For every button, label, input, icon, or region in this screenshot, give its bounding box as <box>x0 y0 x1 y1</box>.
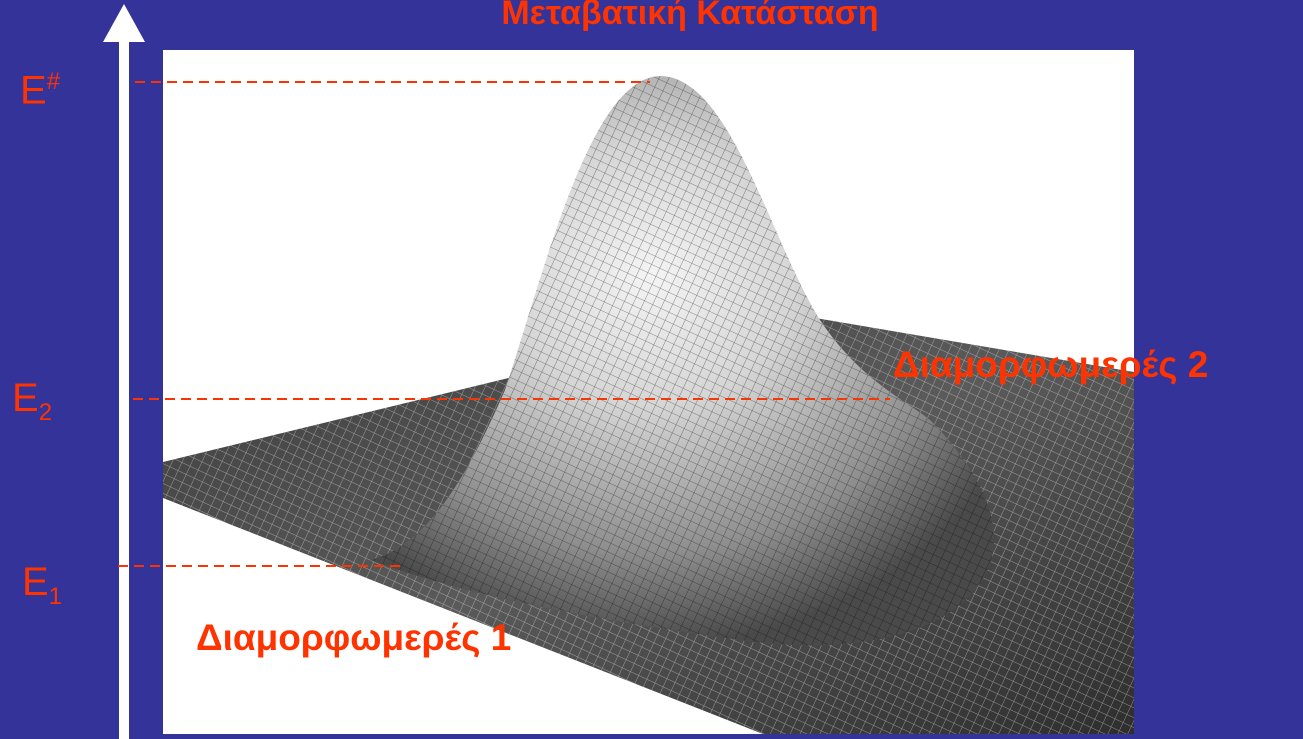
energy-axis-line <box>119 38 129 739</box>
energy-reference-lines <box>118 81 890 567</box>
conformations-1-label: Διαμορφωμερές 1 <box>196 617 512 658</box>
energy-axis-arrow-icon <box>103 4 145 42</box>
energy-axis <box>103 4 145 739</box>
e2-energy-label: E2 <box>12 376 53 426</box>
transition-peak <box>370 76 994 646</box>
transition-energy-label: E# <box>20 68 61 113</box>
slide-title: Μεταβατική Κατάσταση <box>501 0 879 32</box>
e1-energy-label: E1 <box>22 560 63 610</box>
conformations-2-label: Διαμορφωμερές 2 <box>893 344 1209 385</box>
